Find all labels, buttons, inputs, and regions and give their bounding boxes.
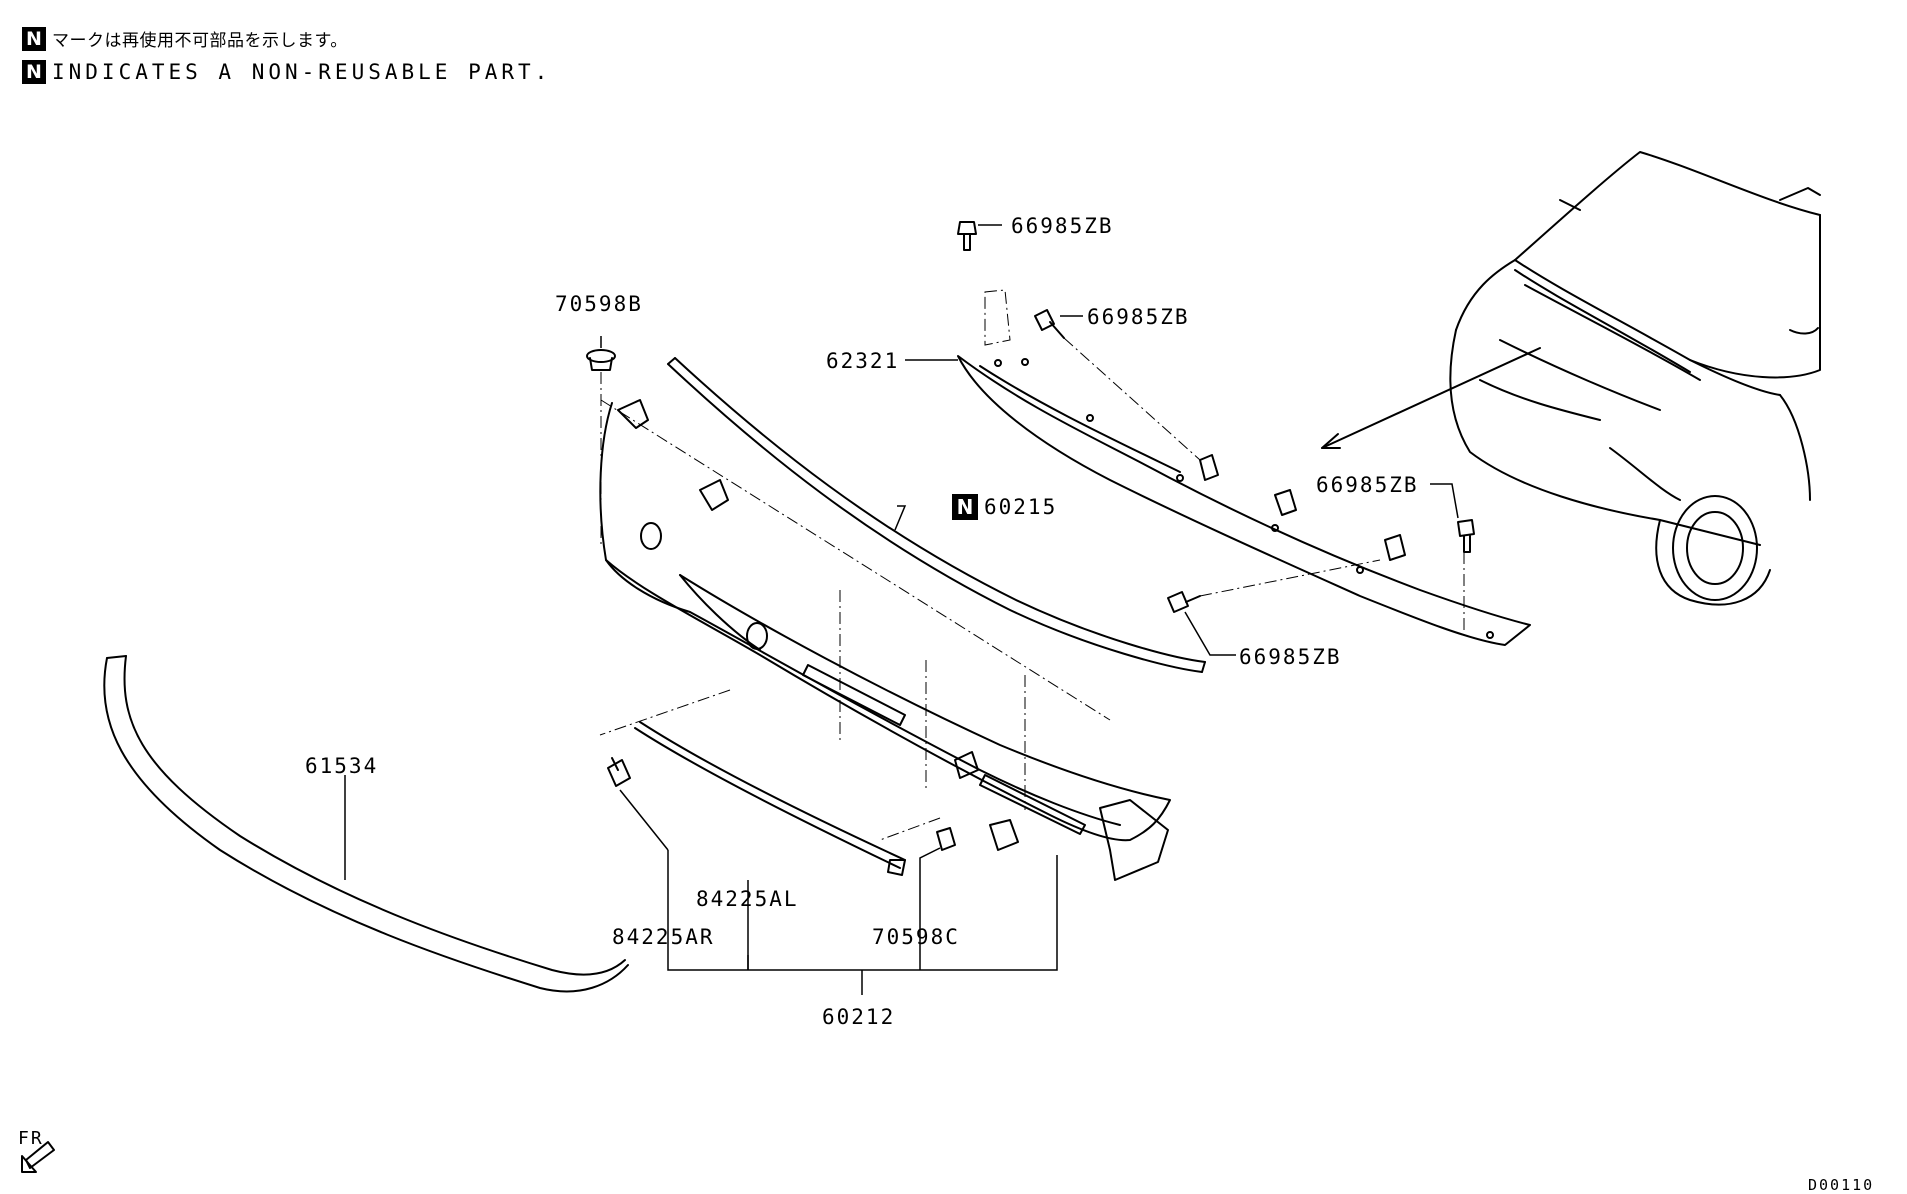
cowl-top-panel-60212 bbox=[599, 399, 1171, 881]
part-label-84225ar: 84225AR bbox=[612, 925, 715, 949]
part-label-66985zb-mid: 66985ZB bbox=[1087, 305, 1190, 329]
clip-70598c bbox=[936, 827, 956, 851]
part-label-60212: 60212 bbox=[822, 1005, 896, 1029]
vehicle-outline bbox=[1449, 151, 1821, 606]
cowl-seal-84225al bbox=[634, 721, 906, 876]
bolt-66985zb-right bbox=[1457, 519, 1475, 553]
part-label-62321: 62321 bbox=[826, 349, 900, 373]
grommet-70598b bbox=[586, 349, 616, 371]
part-label-84225al: 84225AL bbox=[696, 887, 799, 911]
diagram-id: D00110 bbox=[1808, 1176, 1875, 1194]
part-label-66985zb-right: 66985ZB bbox=[1316, 473, 1419, 497]
non-reusable-badge: N bbox=[22, 60, 46, 84]
legend-japanese-row: N マークは再使用不可部品を示します。 bbox=[22, 26, 348, 51]
legend-english-text: INDICATES A NON-REUSABLE PART. bbox=[52, 60, 552, 84]
alignment-lines bbox=[599, 289, 1465, 841]
leader-70598c bbox=[919, 847, 941, 935]
leader-66985zb-bottom bbox=[1184, 611, 1236, 656]
front-arrow bbox=[21, 1141, 55, 1173]
leader-84225ar bbox=[619, 789, 669, 851]
part-label-61534: 61534 bbox=[305, 754, 379, 778]
legend-japanese-text: マークは再使用不可部品を示します。 bbox=[52, 31, 348, 51]
non-reusable-badge-60215: N bbox=[952, 494, 978, 520]
seal-strip-60215 bbox=[667, 357, 1206, 673]
part-label-60215: 60215 bbox=[984, 495, 1058, 519]
bolt-66985zb-top bbox=[957, 221, 977, 251]
part-label-66985zb-top: 66985ZB bbox=[1011, 214, 1114, 238]
leader-60215 bbox=[894, 505, 907, 531]
bolt-66985zb-bottom bbox=[1167, 591, 1201, 613]
location-arrow bbox=[1321, 347, 1541, 449]
legend-english-row: N INDICATES A NON-REUSABLE PART. bbox=[22, 60, 551, 84]
part-label-70598b: 70598B bbox=[555, 292, 643, 316]
clip-84225ar bbox=[607, 757, 631, 787]
front-direction-label: FR bbox=[18, 1128, 44, 1149]
leader-lines bbox=[344, 224, 1459, 995]
bolt-66985zb-mid bbox=[1034, 309, 1065, 339]
leader-66985zb-right bbox=[1430, 483, 1459, 519]
part-label-70598c: 70598C bbox=[872, 925, 960, 949]
non-reusable-badge: N bbox=[22, 26, 46, 51]
seal-strip-61534 bbox=[103, 655, 629, 993]
upper-bracket-62321 bbox=[957, 355, 1531, 646]
part-label-66985zb-bottom: 66985ZB bbox=[1239, 645, 1342, 669]
